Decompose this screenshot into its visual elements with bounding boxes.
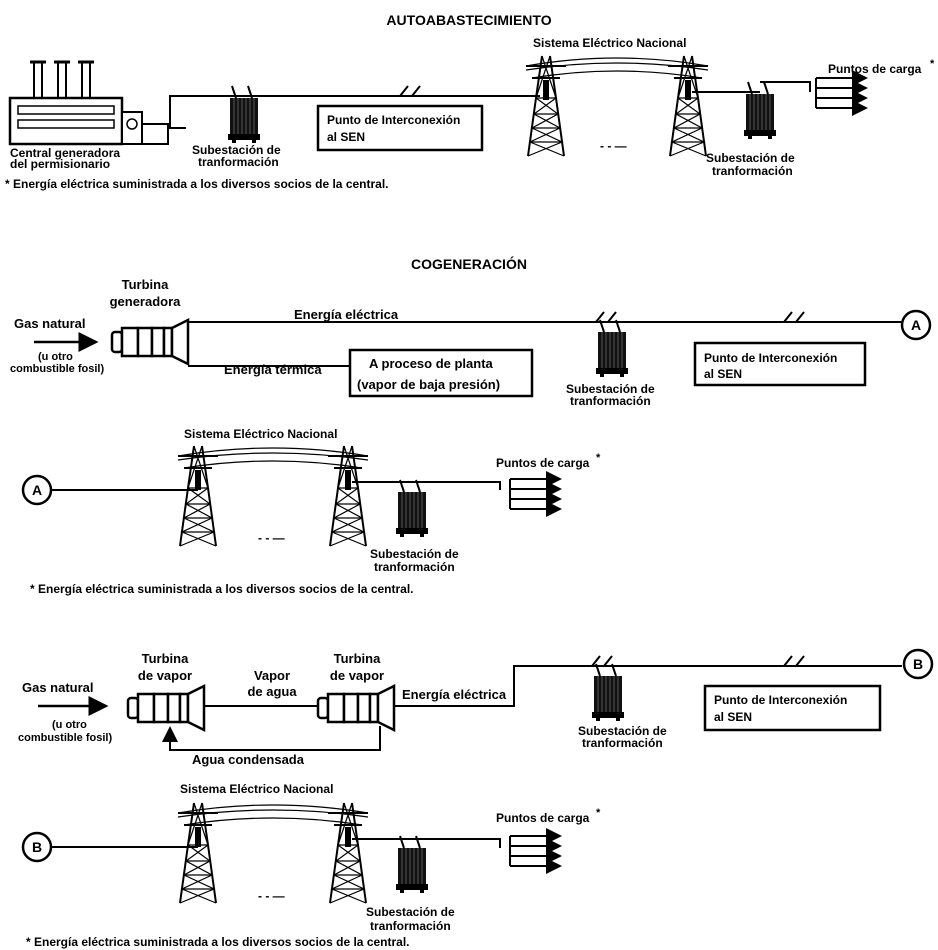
steam-label-2: de agua bbox=[247, 684, 297, 699]
sen-label-1: Sistema Eléctrico Nacional bbox=[533, 36, 686, 50]
transformer-icon bbox=[395, 479, 429, 538]
load-arrows-icon bbox=[510, 479, 560, 509]
sen-label-3: Sistema Eléctrico Nacional bbox=[180, 782, 333, 796]
load-label-3: Puntos de carga bbox=[496, 811, 590, 825]
substation-label-1a: Subestación de bbox=[192, 143, 281, 157]
electric-label-2: Energía eléctrica bbox=[294, 307, 399, 322]
load-label-1: Puntos de carga bbox=[828, 62, 922, 76]
fuel-alt-2a: (u otro bbox=[38, 351, 73, 363]
connector-b-label-2: B bbox=[32, 839, 42, 855]
sen-label-2: Sistema Eléctrico Nacional bbox=[184, 427, 337, 441]
turbine-icon bbox=[126, 684, 206, 732]
connector-a-label-2: A bbox=[32, 482, 42, 498]
gas-label-2: Gas natural bbox=[14, 316, 86, 331]
section2-title: COGENERACIÓN bbox=[411, 255, 527, 272]
load-label-2: Puntos de carga bbox=[496, 456, 590, 470]
tower-gap-dashes: - - — bbox=[258, 889, 285, 903]
fuel-alt-2b: combustible fosil) bbox=[10, 363, 104, 375]
load-star-1: * bbox=[930, 58, 935, 70]
interconnection-label-2a: Punto de Interconexión bbox=[704, 351, 837, 365]
connector-a-circle bbox=[900, 309, 932, 341]
process-label-1: A proceso de planta bbox=[369, 356, 494, 371]
gas-label-3: Gas natural bbox=[22, 680, 94, 695]
fuel-alt-3b: combustible fosil) bbox=[18, 732, 112, 744]
steam-label-1: Vapor bbox=[254, 668, 290, 683]
tower-icon bbox=[177, 802, 219, 904]
transformer-icon bbox=[591, 663, 625, 722]
interconnection-label-2b: al SEN bbox=[704, 367, 742, 381]
substation-label-2d: tranformación bbox=[374, 560, 455, 574]
substation-label-1b: tranformación bbox=[198, 155, 279, 169]
power-plant-icon bbox=[8, 60, 169, 146]
interconnection-label-1a: Punto de Interconexión bbox=[327, 113, 460, 127]
turbine-a-label-2: de vapor bbox=[138, 668, 192, 683]
connector-b-circle bbox=[902, 648, 934, 680]
tower-icon bbox=[525, 55, 567, 157]
interconnection-label-3a: Punto de Interconexión bbox=[714, 693, 847, 707]
transformer-icon bbox=[227, 85, 261, 144]
plant-label-1: Central generadora bbox=[10, 146, 120, 160]
substation-label-3a: Subestación de bbox=[578, 724, 667, 738]
tower-gap-dashes: - - — bbox=[258, 531, 285, 545]
load-star-2: * bbox=[596, 452, 601, 464]
substation-label-3c: Subestación de bbox=[366, 905, 455, 919]
substation-label-2b: tranformación bbox=[570, 394, 651, 408]
turbine-label-2: generadora bbox=[110, 294, 182, 309]
footnote-3: * Energía eléctrica suministrada a los d… bbox=[26, 935, 410, 949]
turbine-b-label-1: Turbina bbox=[334, 651, 381, 666]
footnote-1: * Energía eléctrica suministrada a los d… bbox=[5, 177, 389, 191]
substation-label-3d: tranformación bbox=[370, 919, 451, 933]
thermal-label-2: Energía térmica bbox=[224, 362, 322, 377]
load-arrows-icon bbox=[816, 78, 866, 108]
interconnection-label-3b: al SEN bbox=[714, 710, 752, 724]
substation-label-2c: Subestación de bbox=[370, 547, 459, 561]
turbine-b-label-2: de vapor bbox=[330, 668, 384, 683]
process-label-2: (vapor de baja presión) bbox=[357, 377, 500, 392]
interconnection-box-1 bbox=[316, 104, 484, 152]
turbine-label-1: Turbina bbox=[122, 277, 169, 292]
process-box bbox=[348, 348, 534, 398]
interconnection-label-1b: al SEN bbox=[327, 130, 365, 144]
load-arrows-icon bbox=[510, 836, 560, 866]
tower-icon bbox=[177, 445, 219, 547]
footnote-2: * Energía eléctrica suministrada a los d… bbox=[30, 582, 414, 596]
section1-title: AUTOABASTECIMIENTO bbox=[386, 12, 551, 28]
substation-label-1c: Subestación de bbox=[706, 151, 795, 165]
turbine-a-label-1: Turbina bbox=[142, 651, 189, 666]
tower-gap-dashes: - - — bbox=[600, 139, 627, 153]
transformer-icon bbox=[595, 319, 629, 378]
interconnection-box-2 bbox=[693, 341, 867, 387]
fuel-alt-3a: (u otro bbox=[52, 719, 87, 731]
load-star-3: * bbox=[596, 807, 601, 819]
substation-label-3b: tranformación bbox=[582, 736, 663, 750]
substation-label-2a: Subestación de bbox=[566, 382, 655, 396]
tower-icon bbox=[327, 445, 369, 547]
tower-icon bbox=[327, 802, 369, 904]
turbine-icon bbox=[316, 684, 396, 732]
interconnection-box-3 bbox=[703, 684, 882, 732]
substation-label-1d: tranformación bbox=[712, 164, 793, 178]
turbine-icon bbox=[110, 318, 190, 366]
connector-a-label: A bbox=[911, 317, 921, 333]
plant-label-2: del permisionario bbox=[10, 157, 110, 171]
connector-b-label: B bbox=[913, 656, 923, 672]
condensed-label: Agua condensada bbox=[192, 752, 305, 767]
tower-icon bbox=[667, 55, 709, 157]
electric-label-3: Energía eléctrica bbox=[402, 687, 507, 702]
transformer-icon bbox=[395, 835, 429, 894]
transformer-icon bbox=[743, 81, 777, 140]
